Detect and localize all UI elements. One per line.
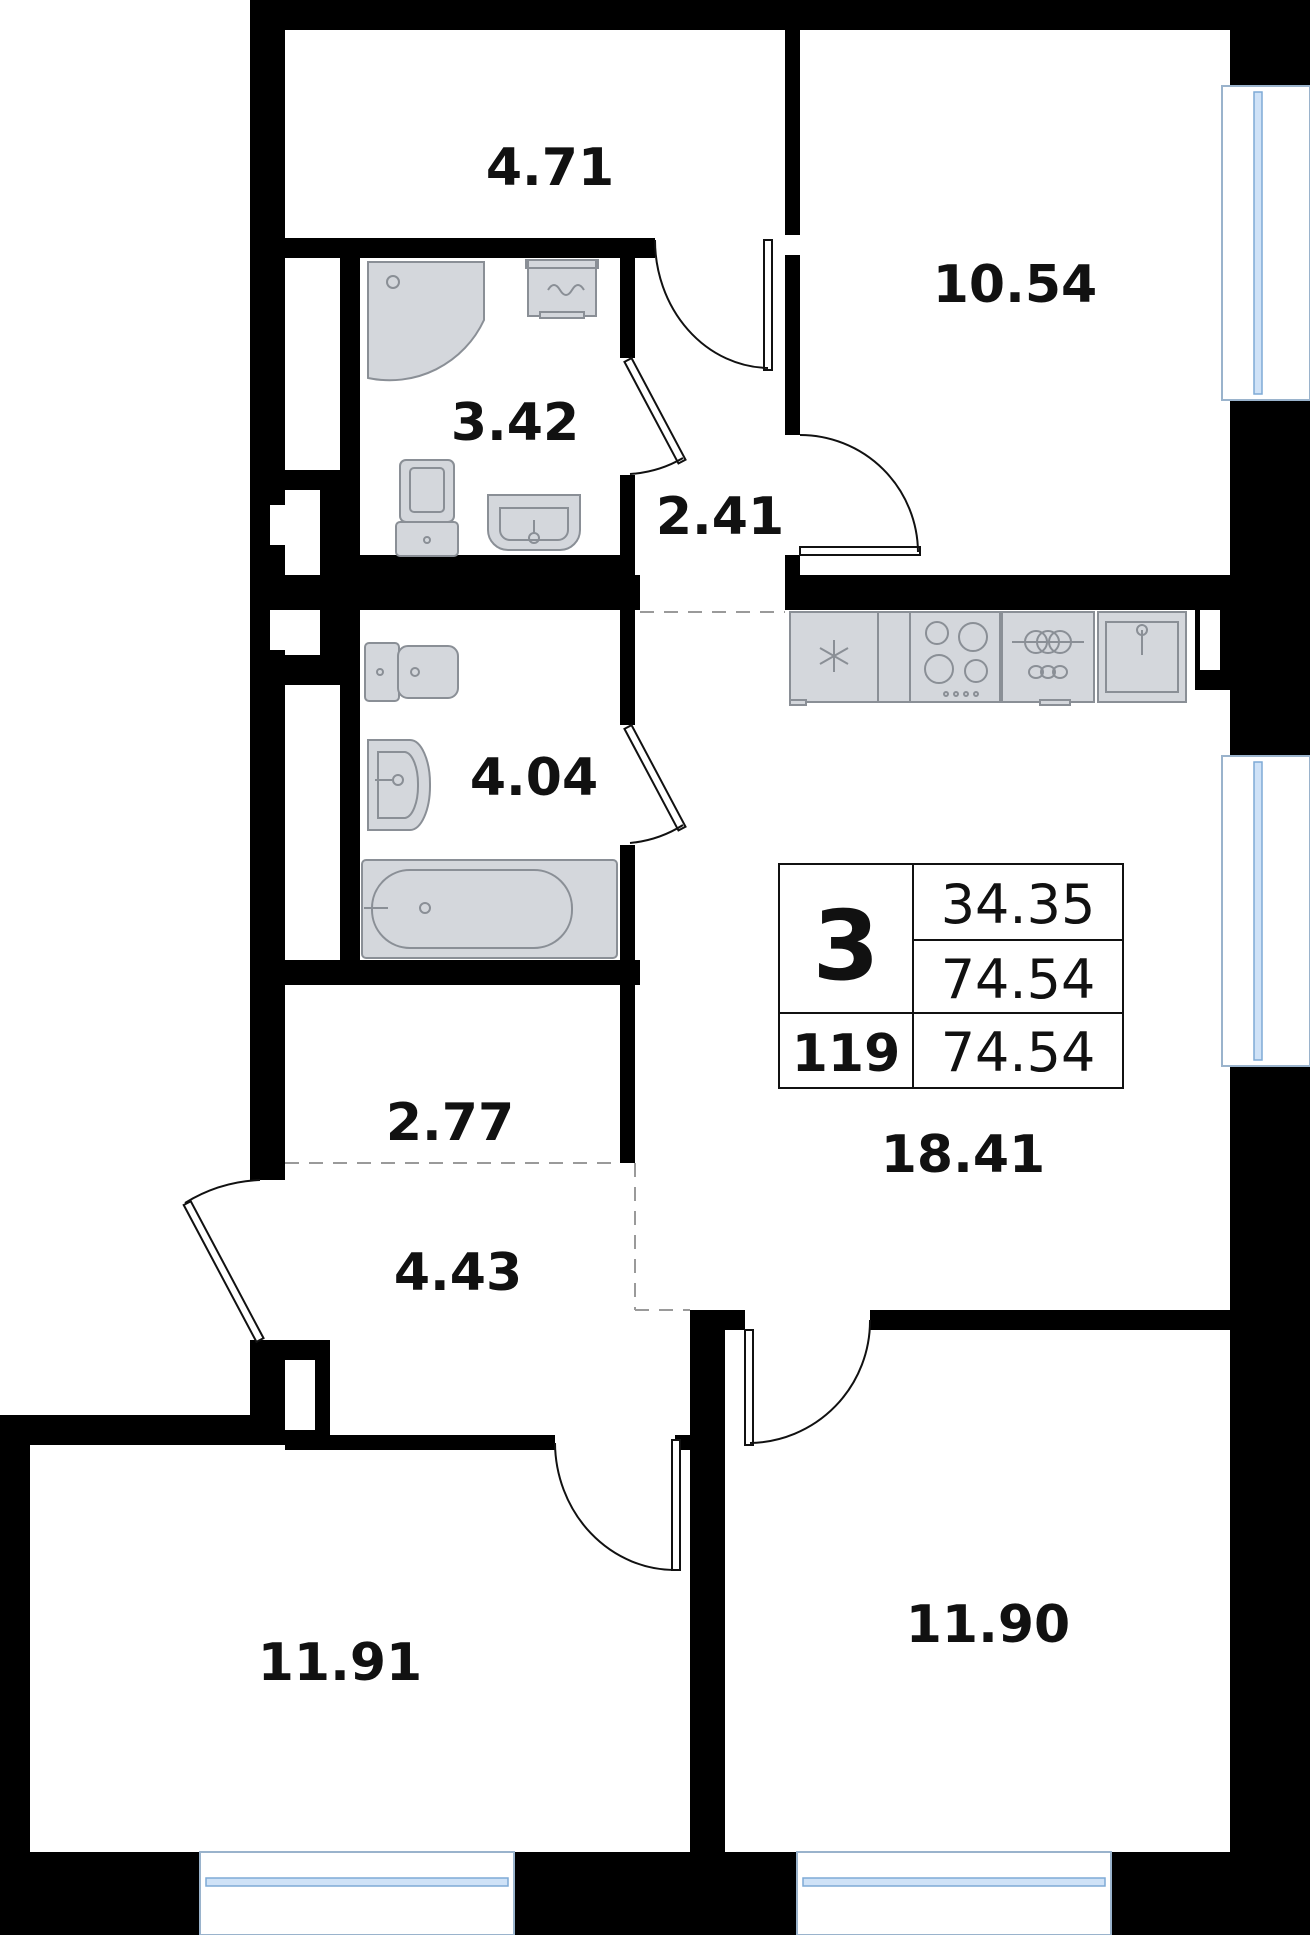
door-hall-top xyxy=(654,239,773,371)
wall-bath1-bottom xyxy=(340,555,635,575)
wall-se-top-2 xyxy=(870,1310,1230,1330)
sink-icon-2 xyxy=(367,739,432,831)
window-ne xyxy=(1221,85,1310,401)
bathtub-icon xyxy=(361,859,618,959)
rooms-count: 3 xyxy=(813,890,880,1002)
sink-icon xyxy=(487,494,581,551)
info-table-border xyxy=(778,863,1124,1089)
wall-top xyxy=(250,0,1310,30)
door-bedroom-ne xyxy=(799,434,921,556)
door-entry xyxy=(182,1179,265,1344)
windows xyxy=(199,85,1310,1935)
total-area-secondary: 74.54 xyxy=(941,1021,1096,1084)
room-area-entry-hall: 4.43 xyxy=(394,1243,522,1303)
apartment-info-table: 3 119 34.35 74.54 74.54 xyxy=(778,863,1124,1089)
window-south-right xyxy=(796,1851,1112,1935)
wall-bath1-right-top xyxy=(620,258,635,358)
door-bedroom-sw xyxy=(554,1439,681,1572)
wall-openings xyxy=(270,258,1220,1430)
corner-shower-icon xyxy=(367,261,485,382)
toilet-icon-2 xyxy=(364,642,459,702)
wall-bath1-right-low xyxy=(620,475,635,575)
wall-bath2-right-top xyxy=(620,610,635,725)
kitchen-sink-icon xyxy=(1097,611,1187,703)
shaft-opening-1 xyxy=(285,258,320,470)
wall-bath2-right-low xyxy=(620,845,635,985)
wall-right-2 xyxy=(1230,400,1310,756)
room-area-bath2: 4.04 xyxy=(470,748,598,808)
wall-left-lower xyxy=(0,1415,30,1935)
bath1-fixtures xyxy=(367,259,599,557)
wall-bath2-left xyxy=(340,610,360,975)
wall-v-center-low xyxy=(785,555,800,575)
wall-left-step xyxy=(0,1415,285,1445)
total-area: 74.54 xyxy=(941,948,1096,1011)
wall-sw-top xyxy=(285,1435,555,1450)
shaft-opening-3 xyxy=(270,610,305,650)
wall-bottom xyxy=(0,1852,1310,1935)
kitchen-block-opening xyxy=(1200,610,1220,670)
bath2-fixtures xyxy=(361,642,618,959)
wall-right-3 xyxy=(1230,1066,1310,1935)
toilet-icon xyxy=(395,459,459,557)
door-bath2 xyxy=(623,723,687,844)
wall-closet-right xyxy=(620,985,635,1163)
room-area-closet: 2.77 xyxy=(386,1093,514,1153)
room-area-bedroom-ne: 10.54 xyxy=(933,255,1097,315)
dishwasher-icon xyxy=(1001,611,1095,706)
wall-right-1 xyxy=(1230,0,1310,86)
wall-shaft-h3 xyxy=(285,655,340,685)
door-bath1 xyxy=(623,356,687,475)
wall-v-center-top xyxy=(785,30,800,235)
wall-bedroom-divider xyxy=(690,1310,725,1862)
room-area-living-kitchen: 18.41 xyxy=(881,1125,1045,1185)
room-area-bedroom-se: 11.90 xyxy=(906,1595,1070,1655)
wall-se-top xyxy=(725,1310,745,1330)
room-area-corridor: 2.41 xyxy=(656,487,784,547)
wall-bath2-bottom xyxy=(250,960,640,985)
washing-machine-icon xyxy=(525,259,599,319)
shaft-opening-2 xyxy=(270,505,305,545)
room-area-bath1: 3.42 xyxy=(451,393,579,453)
fridge-icon xyxy=(789,611,879,706)
entry-block-opening xyxy=(285,1360,315,1430)
room-area-hall-top: 4.71 xyxy=(486,138,614,198)
wall-hall-bottom xyxy=(285,238,655,258)
wall-bath1-left xyxy=(340,258,360,573)
living-area: 34.35 xyxy=(941,873,1096,936)
room-labels: 4.71 10.54 3.42 2.41 4.04 18.41 2.77 4.4… xyxy=(258,138,1097,1693)
zone-lines xyxy=(285,611,785,1311)
stove-icon xyxy=(909,611,1001,703)
wall-v-center-mid xyxy=(785,255,800,435)
wall-shaft-h1 xyxy=(285,470,340,490)
wall-shaft-v2 xyxy=(320,610,340,655)
room-area-bedroom-sw: 11.91 xyxy=(258,1633,422,1693)
apartment-number: 119 xyxy=(792,1024,901,1084)
kitchen-units xyxy=(789,611,1187,706)
doors xyxy=(182,239,921,1572)
wall-shaft-h2 xyxy=(250,575,640,610)
wall-kitchen-top xyxy=(785,575,1230,610)
wall-shaft-v xyxy=(320,490,340,580)
window-south-left xyxy=(199,1851,515,1935)
door-bedroom-se xyxy=(744,1319,872,1446)
window-east xyxy=(1221,755,1310,1067)
shaft-opening-4 xyxy=(285,685,320,960)
